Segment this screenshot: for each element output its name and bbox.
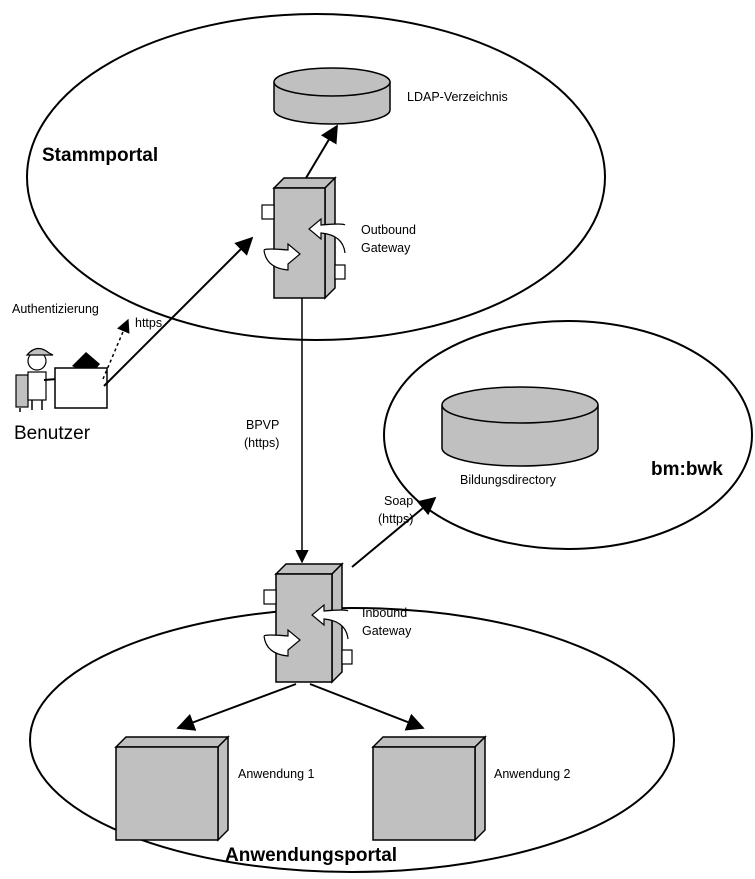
bpvp-label-1: BPVP [246,418,279,432]
ldap-arrow [305,124,338,179]
soap-label-2: (https) [378,512,413,526]
soap-arrow [351,496,437,568]
authentizierung-label: Authentizierung [12,302,99,316]
https-user-label: https [135,316,162,330]
ldap-database-icon [273,67,391,125]
outbound-gateway-label-2: Gateway [361,241,411,255]
bmbwk-region [383,320,753,550]
bpvp-label-2: (https) [244,436,279,450]
inbound-gateway-label-2: Gateway [362,624,412,638]
inbound-gateway-label-1: Inbound [362,606,407,620]
outbound-gateway-label-1: Outbound [361,223,416,237]
bmbwk-label: bm:bwk [651,459,723,480]
to-anwendung-2-arrow [309,683,425,731]
to-anwendung-1-arrow [176,683,297,731]
bildungsdirectory-label: Bildungsdirectory [460,473,557,487]
anwendung-2-label: Anwendung 2 [494,767,571,781]
anwendung-2-box [371,735,487,842]
stammportal-region [26,13,606,341]
soap-label-1: Soap [384,494,413,508]
user-to-outbound-arrow [103,236,254,387]
benutzer-label: Benutzer [14,423,91,444]
stammportal-label: Stammportal [42,145,158,166]
outbound-gateway-icon [261,176,346,300]
anwendung-1-label: Anwendung 1 [238,767,315,781]
ldap-label: LDAP-Verzeichnis [407,90,508,104]
anwendung-1-box [114,735,230,842]
anwendungsportal-region [29,607,675,873]
bildungsdirectory-database-icon [441,386,599,467]
anwendungsportal-label: Anwendungsportal [225,845,397,866]
inbound-gateway-icon [263,562,353,684]
authentizierung-arrow [102,318,130,380]
user-at-computer-icon [15,347,108,412]
